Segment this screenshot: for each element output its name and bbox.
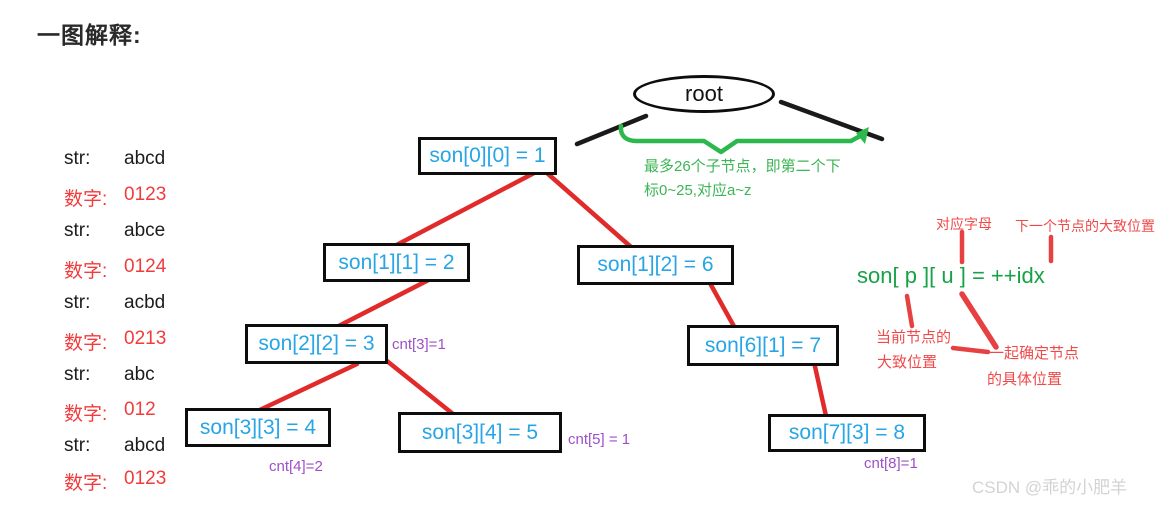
str-label: str: [64, 435, 91, 456]
tree-node-7: son[6][1] = 7 [687, 325, 839, 366]
str-label: str: [64, 292, 91, 313]
tree-node-8: son[7][3] = 8 [768, 414, 926, 452]
digits-label: 数字: [64, 333, 108, 354]
str-label: str: [64, 148, 91, 169]
str-value: acbd [124, 292, 166, 313]
digits-value: 012 [124, 399, 156, 420]
csdn-watermark: CSDN @乖的小肥羊 [972, 478, 1128, 497]
tree-node-5: son[3][4] = 5 [398, 412, 562, 453]
edge-3-to-4 [244, 361, 360, 419]
cnt-label-8: cnt[8]=1 [864, 455, 918, 472]
tree-node-2: son[1][1] = 2 [323, 243, 470, 282]
trie-formula: son[ p ][ u ] = ++idx [857, 263, 1045, 288]
pointer-p-to-current [904, 293, 915, 329]
annotation-together-line1: 一起确定节点 [989, 345, 1080, 362]
digits-label: 数字: [64, 189, 108, 210]
cnt-label-3: cnt[3]=1 [392, 336, 446, 353]
str-value: abcd [124, 435, 166, 456]
str-value: abc [124, 364, 155, 385]
pointer-current-to-together [950, 345, 991, 355]
cnt-label-4: cnt[4]=2 [269, 458, 323, 475]
annotation-current-line2: 大致位置 [877, 354, 938, 371]
brace-caption-line2: 标0~25,对应a~z [644, 182, 752, 199]
digits-label: 数字: [64, 404, 108, 425]
str-value: abce [124, 220, 166, 241]
str-label: str: [64, 364, 91, 385]
digits-label: 数字: [64, 261, 108, 282]
tree-node-1: son[0][0] = 1 [418, 137, 557, 175]
page-title: 一图解释: [37, 22, 142, 48]
str-value: abcd [124, 148, 166, 169]
root-left-connector [574, 113, 649, 147]
pointer-u-to-together [959, 291, 999, 350]
edge-7-to-8 [811, 359, 829, 419]
brace-caption-line1: 最多26个子节点，即第二个下 [644, 158, 841, 175]
tree-node-3: son[2][2] = 3 [245, 324, 388, 364]
annotation-next-position: 下一个节点的大致位置 [1015, 218, 1155, 234]
tree-root-node: root [633, 75, 775, 113]
digits-value: 0124 [124, 256, 167, 277]
brace-26-children [618, 123, 865, 155]
digits-label: 数字: [64, 473, 108, 494]
digits-value: 0123 [124, 184, 167, 205]
annotation-letter: 对应字母 [936, 216, 992, 232]
tree-node-6: son[1][2] = 6 [577, 245, 734, 285]
digits-value: 0123 [124, 468, 167, 489]
str-label: str: [64, 220, 91, 241]
annotation-together-line2: 的具体位置 [987, 371, 1063, 388]
cnt-label-5: cnt[5] = 1 [568, 431, 631, 448]
edge-1-to-2 [384, 169, 539, 253]
tree-node-4: son[3][3] = 4 [185, 408, 331, 447]
edge-3-to-5 [374, 350, 466, 425]
brace-arrowhead [856, 127, 869, 144]
edge-1-to-6 [544, 170, 634, 250]
annotation-current-line1: 当前节点的 [876, 329, 952, 346]
digits-value: 0213 [124, 328, 167, 349]
